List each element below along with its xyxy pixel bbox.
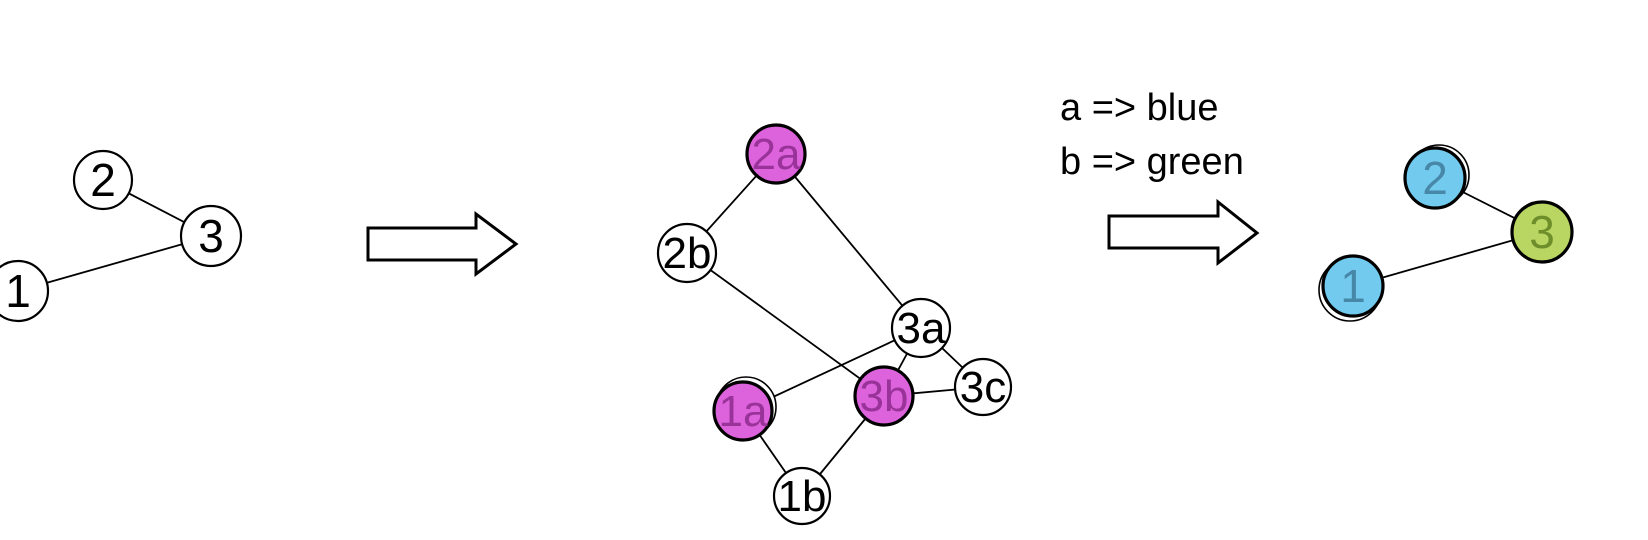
node-circle — [179, 204, 243, 268]
node-left-3: 3 — [179, 204, 243, 268]
node-right-3: 3 — [1510, 200, 1574, 264]
node-left-1: 1 — [0, 259, 50, 323]
node-mid-2a: 2a — [745, 123, 807, 185]
right-edge-1-3 — [1352, 231, 1543, 287]
node-label: 2b — [663, 229, 712, 278]
mapping-rule-b: b => green — [1060, 141, 1244, 183]
node-label: 3a — [897, 304, 946, 353]
node-left-2: 2 — [72, 149, 134, 211]
node-circle — [953, 357, 1013, 417]
node-circle — [656, 222, 718, 284]
mapping-rule-a: a => blue — [1060, 87, 1218, 129]
left-graph: 2 3 1 — [0, 149, 243, 323]
middle-graph: 2a 2b 3a 3c 3b 1a 1b — [656, 123, 1013, 526]
node-circle — [712, 380, 774, 442]
node-mid-1b: 1b — [772, 466, 832, 526]
node-label: 3 — [1529, 206, 1555, 258]
node-circle — [745, 123, 807, 185]
mid-edge-2a-3a — [775, 153, 922, 329]
node-circle — [772, 466, 832, 526]
node-circle — [72, 149, 134, 211]
node-label: 1 — [1340, 260, 1366, 312]
node-label: 2 — [90, 154, 116, 206]
node-right-1: 1 — [1318, 254, 1385, 322]
node-label: 3 — [198, 210, 224, 262]
mapping-rules: a => blue b => green — [1060, 87, 1244, 183]
node-circle — [1321, 254, 1385, 318]
node-circle — [1510, 200, 1574, 264]
node-circle — [890, 297, 952, 359]
node-label: 3b — [860, 372, 909, 421]
node-circle — [1403, 146, 1467, 210]
right-arrow-icon — [1107, 198, 1260, 267]
node-mid-2b: 2b — [656, 222, 718, 284]
right-arrow-icon — [366, 211, 519, 277]
node-mid-3b: 3b — [853, 365, 915, 427]
mid-edge-2b-3b — [686, 252, 885, 397]
node-right-2: 2 — [1403, 144, 1470, 210]
node-mid-1a: 1a — [712, 376, 777, 442]
node-label: 2a — [752, 130, 801, 179]
node-circle — [0, 259, 50, 323]
node-label: 1b — [778, 472, 827, 521]
node-label: 2 — [1422, 152, 1448, 204]
node-mid-3c: 3c — [953, 357, 1013, 417]
node-label: 1a — [719, 387, 768, 436]
right-graph: 2 3 1 — [1318, 144, 1574, 322]
node-circle — [853, 365, 915, 427]
left-edge-1-3 — [17, 235, 212, 292]
node-mid-3a: 3a — [890, 297, 952, 359]
node-label: 1 — [5, 265, 31, 317]
node-label: 3c — [960, 363, 1006, 412]
